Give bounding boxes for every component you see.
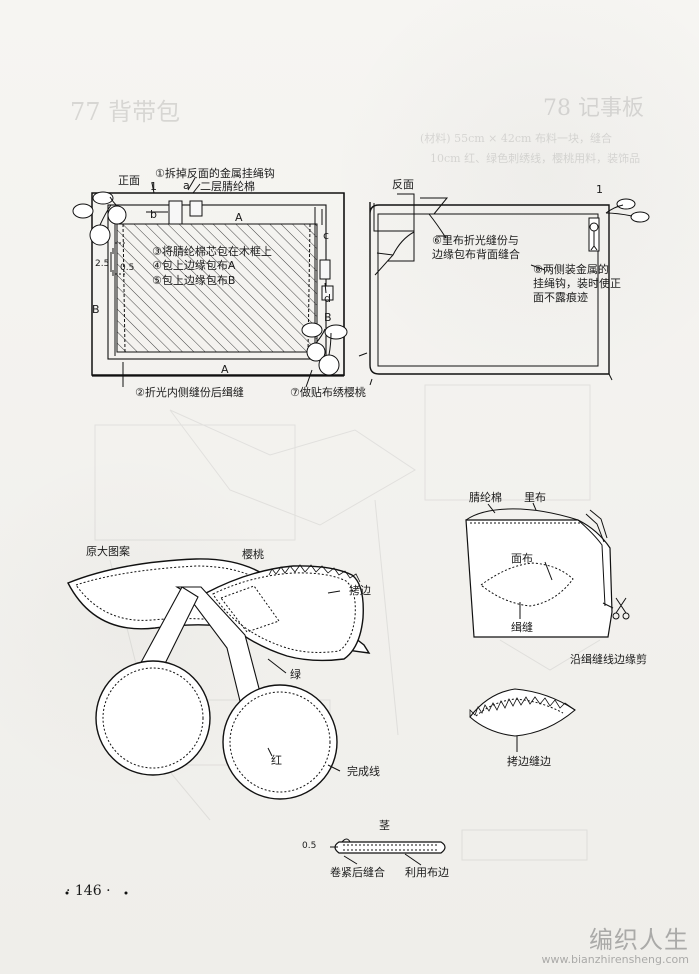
face-fabric-label: 面布 bbox=[511, 552, 533, 565]
stem-dimension: 0.5 bbox=[302, 841, 317, 851]
green-label: 绿 bbox=[290, 668, 301, 681]
roll-sew-label: 卷紧后缝合 bbox=[330, 866, 385, 879]
pattern-title: 原大图案 bbox=[86, 545, 130, 558]
front-board-diagram bbox=[72, 177, 348, 388]
step-6-line-1: ⑥里布折光缝份与 bbox=[432, 234, 519, 247]
step-8-line-2: 挂绳钩，装时使正 bbox=[533, 277, 621, 290]
finish-line-label: 完成线 bbox=[347, 765, 380, 778]
marker-b: b bbox=[150, 208, 157, 221]
marker-1-front: 1 bbox=[150, 180, 157, 193]
marker-B-right: B bbox=[324, 311, 332, 324]
step-7-label: ⑦做贴布绣樱桃 bbox=[290, 386, 366, 399]
watermark-url: www.bianzhirensheng.com bbox=[541, 953, 689, 966]
cherry-label: 樱桃 bbox=[242, 548, 264, 561]
cotton-label: 腈纶棉 bbox=[469, 491, 502, 504]
stem-diagram bbox=[330, 838, 446, 866]
front-label: 正面 bbox=[118, 174, 140, 187]
watermark-chinese: 编织人生 bbox=[589, 926, 689, 954]
dimension-0-5: 0.5 bbox=[120, 263, 135, 273]
marker-d: d bbox=[324, 292, 331, 305]
step-6-line-2: 边缘包布背面缝合 bbox=[432, 248, 520, 261]
ghost-left-header: 77 背带包 bbox=[70, 98, 181, 126]
step-1-label: ①拆掉反面的金属挂绳钩 bbox=[155, 167, 275, 180]
marker-A-bottom: A bbox=[221, 363, 229, 376]
back-label: 反面 bbox=[392, 178, 414, 191]
overcast-seam-label: 拷边缝边 bbox=[507, 755, 551, 768]
step-3-label: ③将腈纶棉芯包在木框上 bbox=[152, 245, 272, 258]
marker-1-back: 1 bbox=[596, 183, 603, 196]
step-4-label: ④包上边缘包布A bbox=[152, 259, 236, 272]
step-8-line-3: 面不露痕迹 bbox=[533, 291, 588, 304]
red-label: 红 bbox=[271, 754, 282, 767]
cherry-decoration-top-left bbox=[72, 191, 127, 246]
ghost-line-2: 10cm 红、绿色刺绣线，樱桃用料，装饰品 bbox=[430, 152, 641, 165]
lining-label: 里布 bbox=[524, 491, 546, 504]
step-8-line-1: ⑧两侧装金属的 bbox=[533, 263, 609, 276]
stem-title: 茎 bbox=[379, 819, 390, 832]
site-watermark: 编织人生 www.bianzhirensheng.com bbox=[542, 920, 689, 966]
marker-B-left: B bbox=[92, 303, 100, 316]
step-2-label: ②折光内侧缝份后缉缝 bbox=[135, 386, 244, 399]
dimension-2-5: 2.5 bbox=[95, 259, 110, 269]
ghost-line-1: (材料) 55cm × 42cm 布料一块，缝合 bbox=[420, 132, 612, 145]
marker-a: a bbox=[183, 179, 190, 192]
ghost-right-header: 78 记事板 bbox=[543, 96, 644, 121]
step-5-label: ⑤包上边缘包布B bbox=[152, 274, 236, 287]
cherry-pattern-diagram bbox=[67, 558, 371, 800]
page-number: · 146 · bbox=[66, 883, 111, 899]
trim-label: 沿缉缝线边缘剪 bbox=[570, 653, 647, 666]
sample-fabric-diagram bbox=[465, 502, 630, 752]
marker-c: c bbox=[323, 229, 330, 242]
selvedge-label: 利用布边 bbox=[405, 866, 449, 879]
overcast-edge-label: 拷边 bbox=[349, 584, 371, 597]
marker-A-top: A bbox=[235, 211, 243, 224]
back-board-diagram bbox=[358, 193, 650, 386]
seam-label: 缉缝 bbox=[511, 621, 533, 634]
cherry-decoration-bottom-right bbox=[301, 322, 348, 376]
two-layer-cotton-label: 二层腈纶棉 bbox=[200, 180, 255, 193]
